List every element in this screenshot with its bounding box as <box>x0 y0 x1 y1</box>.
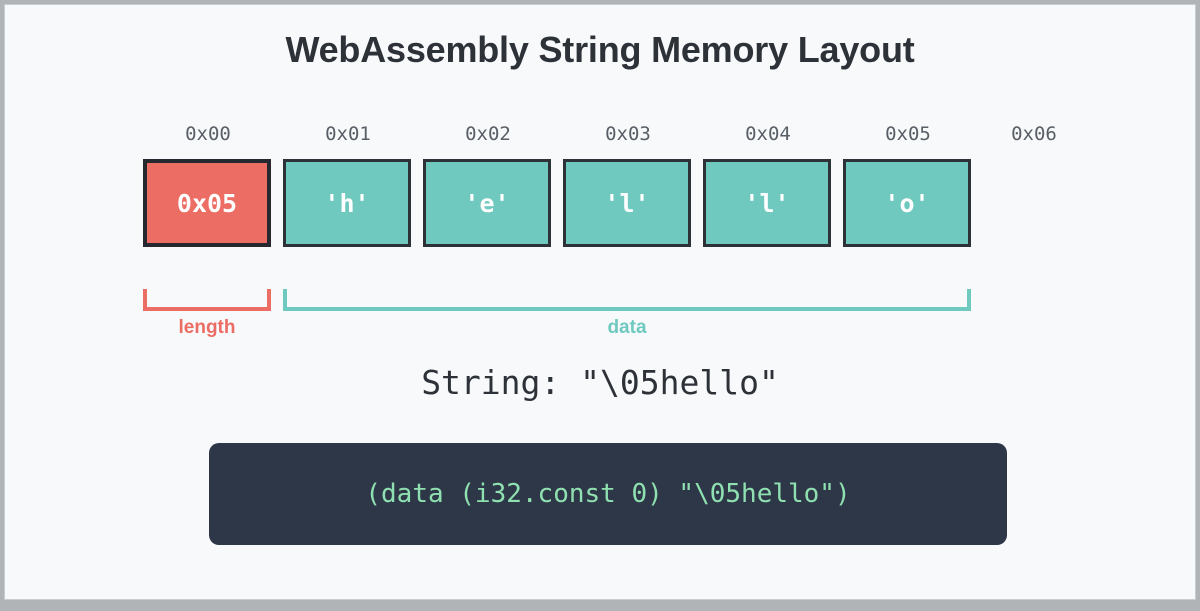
address-label-2: 0x02 <box>465 123 511 145</box>
address-label-row: 0x00 0x01 0x02 0x03 0x04 0x05 0x06 <box>143 123 1073 153</box>
memory-cell-char-h: 'h' <box>283 159 411 247</box>
memory-cell-char-l2: 'l' <box>703 159 831 247</box>
address-label-4: 0x04 <box>745 123 791 145</box>
address-label-6: 0x06 <box>1011 123 1057 145</box>
bracket-annotations: length data <box>143 289 1073 351</box>
length-bracket <box>143 289 271 311</box>
page-title: WebAssembly String Memory Layout <box>285 29 915 70</box>
memory-cell-char-l1: 'l' <box>563 159 691 247</box>
string-representation: String: "\05hello" <box>421 363 779 402</box>
data-bracket <box>283 289 971 311</box>
data-bracket-label: data <box>607 317 647 338</box>
address-label-0: 0x00 <box>185 123 231 145</box>
length-bracket-label: length <box>178 317 236 338</box>
memory-layout-diagram: 0x00 0x01 0x02 0x03 0x04 0x05 0x06 0x05 … <box>143 123 1073 263</box>
diagram-canvas: WebAssembly String Memory Layout 0x00 0x… <box>4 4 1196 600</box>
wat-code-text: (data (i32.const 0) "\05hello") <box>365 479 851 509</box>
memory-cell-length: 0x05 <box>143 159 271 247</box>
address-label-5: 0x05 <box>885 123 931 145</box>
wat-code-block: (data (i32.const 0) "\05hello") <box>209 443 1007 545</box>
memory-cell-char-e: 'e' <box>423 159 551 247</box>
address-label-1: 0x01 <box>325 123 371 145</box>
address-label-3: 0x03 <box>605 123 651 145</box>
memory-cell-char-o: 'o' <box>843 159 971 247</box>
